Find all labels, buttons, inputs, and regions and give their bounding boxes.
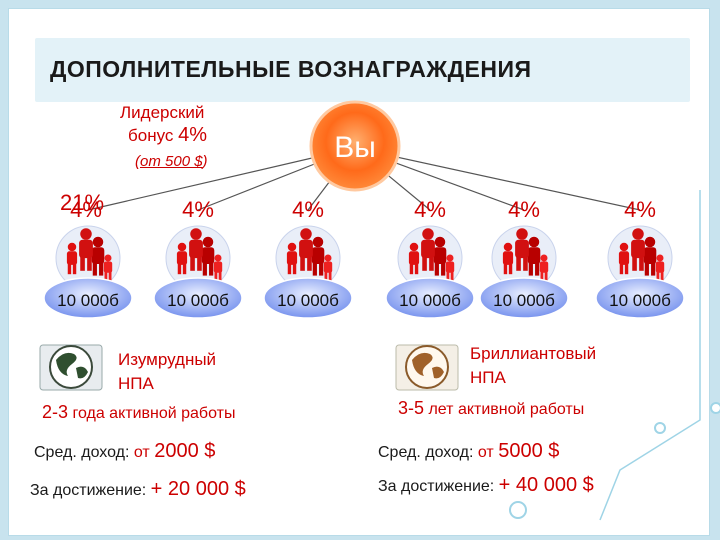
sum-label: 10 000б: [609, 291, 671, 310]
people-group: [153, 225, 243, 319]
sum-label: 10 000б: [57, 291, 119, 310]
percent-label: 4%: [414, 197, 446, 222]
sum-label: 10 000б: [493, 291, 555, 310]
people-group: [479, 225, 569, 319]
leader-bonus-title: Лидерский: [120, 103, 205, 122]
emerald-years: 2-3 года активной работы: [42, 402, 236, 422]
diamond-title: Бриллиантовый: [470, 344, 597, 363]
people-group: [43, 225, 133, 319]
people-group: [263, 225, 353, 319]
center-node: Вы: [309, 100, 401, 192]
leader-bonus-value: бонус 4%: [128, 124, 208, 146]
diamond-bonus: За достижение: + 40 000 $: [378, 474, 594, 496]
sum-ellipse: [595, 277, 685, 319]
leader-bonus-condition: (от 500 $): [135, 153, 208, 170]
percent-label: 4%: [292, 197, 324, 222]
percent-label: 4%: [70, 197, 102, 222]
emerald-title: Изумрудный: [118, 350, 217, 369]
sum-ellipse: [385, 277, 475, 319]
sum-ellipse: [479, 277, 569, 319]
sum-label: 10 000б: [167, 291, 229, 310]
percent-label: 4%: [624, 197, 656, 222]
sum-label: 10 000б: [399, 291, 461, 310]
people-group: [385, 225, 475, 319]
center-label: Вы: [334, 131, 376, 164]
globe-icon: [395, 344, 459, 391]
diamond-income: Сред. доход: от 5000 $: [378, 440, 560, 462]
overlap-percent: 21%: [60, 190, 105, 215]
sum-ellipse: [153, 277, 243, 319]
emerald-bonus: За достижение: + 20 000 $: [30, 478, 246, 500]
title-bar: [35, 38, 690, 102]
decor-line: [509, 190, 720, 521]
people-group: [595, 225, 685, 319]
percent-label: 4%: [508, 197, 540, 222]
sum-ellipse: [263, 277, 353, 319]
globe-icon: [39, 344, 103, 391]
sum-ellipse: [43, 277, 133, 319]
sum-label: 10 000б: [277, 291, 339, 310]
diamond-npa: НПА: [470, 368, 506, 387]
emerald-npa: НПА: [118, 374, 154, 393]
emerald-income: Сред. доход: от 2000 $: [34, 440, 216, 462]
diamond-years: 3-5 лет активной работы: [398, 398, 585, 418]
percent-label: 4%: [182, 197, 214, 222]
page-title: ДОПОЛНИТЕЛЬНЫЕ ВОЗНАГРАЖДЕНИЯ: [50, 56, 532, 82]
